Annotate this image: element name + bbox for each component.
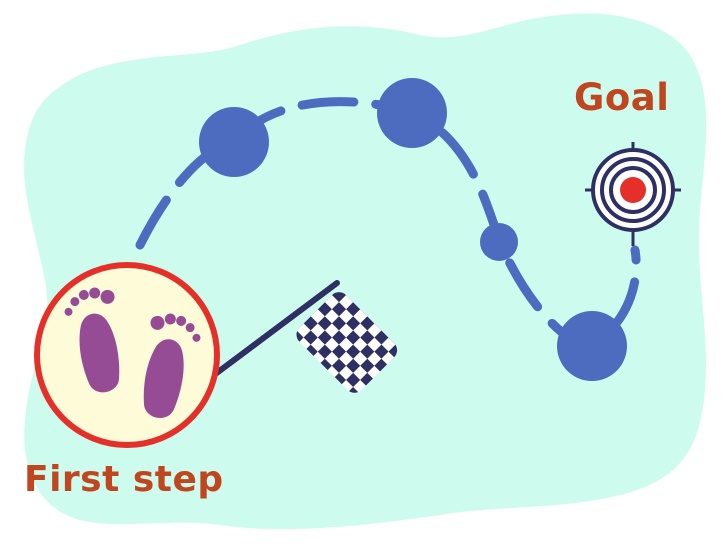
target-icon [585, 142, 681, 246]
goal-label: Goal [574, 76, 670, 119]
milestone-1 [199, 107, 269, 177]
milestone-2 [377, 78, 447, 148]
first-step-circle [34, 262, 220, 448]
first-step-label: First step [24, 459, 224, 500]
milestone-4 [557, 311, 627, 381]
milestone-3 [480, 223, 518, 261]
checkered-flag-icon [207, 280, 398, 393]
footprints-icon [64, 287, 201, 418]
